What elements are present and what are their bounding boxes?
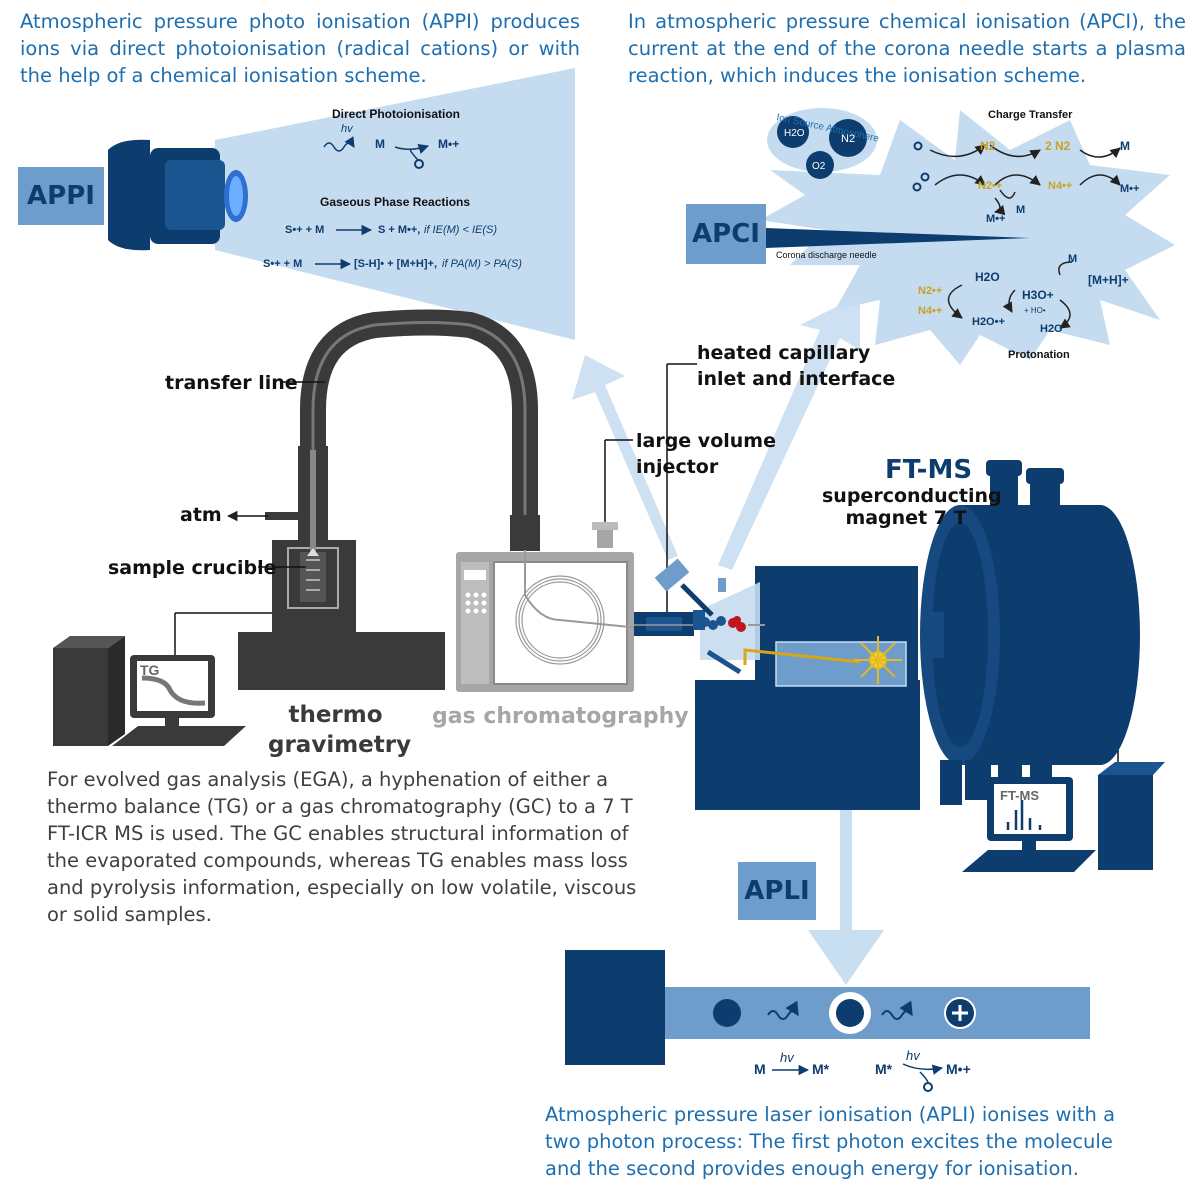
apci-h3o: H3O+ [1022,288,1054,302]
apci-ho: + HO• [1024,306,1046,315]
appi-description: Atmospheric pressure photo ionisation (A… [20,10,580,87]
gc-oven [456,522,641,692]
apli-molecule-icon [713,999,741,1027]
appi-m-radical: M•+ [438,137,459,151]
apli-mstar-1: M* [812,1061,830,1077]
ftms-instrument [654,460,1165,872]
transfer-line-hose [300,309,538,520]
apci-label: APCI [686,204,766,264]
apci-protonation: Protonation [1008,349,1070,361]
ega-description: For evolved gas analysis (EGA), a hyphen… [47,768,637,926]
apci-h2o-lower: H2O [1040,323,1063,335]
apci-h2o: H2O [784,128,805,139]
apci-m-lower: M [1016,204,1025,216]
apci-mh: [M+H]+ [1088,273,1129,287]
ion-source-atmosphere-cloud [767,108,877,179]
magnet-label: superconducting magnet 7 T [822,485,1002,529]
apli-laser [565,950,1090,1065]
apli-hv-1: hv [780,1050,795,1065]
transfer-line-label: transfer line [165,372,298,394]
apci-o2: O2 [812,161,826,172]
apli-excited-molecule-icon [829,992,871,1034]
appi-r2-cond: if PA(M) > PA(S) [442,258,522,270]
appi-r1-right: S + M•+, [378,224,420,236]
appi-light-cone [215,68,575,340]
apli-mradical: M•+ [946,1061,971,1077]
tg-computer [53,636,246,746]
laser-spark-icon [854,636,902,684]
appi-gas-title: Gaseous Phase Reactions [320,195,470,209]
apci-pointer-arrow [718,295,860,570]
apci-h2o-proton: H2O [975,270,1000,284]
apci-n4-radical: N4•+ [1048,180,1072,192]
apli-label: APLI [738,862,816,920]
appi-r2-left: S•+ + M [263,258,302,270]
apli-mstar-2: M* [875,1061,893,1077]
corona-needle [765,228,1030,248]
appi-r1-cond: if IE(M) < IE(S) [424,224,497,236]
apci-n2-radical: N2•+ [978,180,1002,192]
appi-hv: hv [341,123,354,135]
apci-n2-radical-left: N2•+ [918,285,942,297]
apci-m-proton: M [1068,253,1077,265]
apci-m-radical-lower: M•+ [986,213,1005,225]
apli-m-1: M [754,1061,766,1077]
apci-m-radical-right: M•+ [1120,183,1139,195]
apci-charge-transfer: Charge Transfer [988,109,1073,121]
gas-chromatography-label: gas chromatography [432,704,689,729]
apci-h2o-radical: H2O•+ [972,316,1005,328]
apli-description: Atmospheric pressure laser ionisation (A… [545,1103,1116,1180]
appi-r2-right: [S-H]• + [M+H]+, [354,258,437,270]
thermo-gravimetry-label: thermo gravimetry [268,702,412,758]
apli-pointer-arrow [808,680,884,985]
apci-m: M [1120,139,1130,153]
sample-crucible-label: sample crucible [108,557,277,579]
apci-description: In atmospheric pressure chemical ionisat… [628,10,1186,87]
ftms-title: FT-MS [885,455,973,485]
large-volume-injector-label: large volume injector [636,430,776,478]
heated-capillary-label: heated capillary inlet and interface [697,342,896,390]
apci-n2: N2 [980,139,996,153]
appi-direct-title: Direct Photoionisation [332,107,460,121]
apli-ion-icon [944,997,976,1029]
appi-pointer-arrow [572,355,678,560]
tg-screen-label: TG [140,662,160,678]
apci-needle-label: Corona discharge needle [776,250,877,260]
apci-2n2: 2 N2 [1045,139,1071,153]
appi-label: APPI [18,167,104,225]
appi-m: M [375,137,385,151]
apci-n2-atm: N2 [841,133,855,145]
appi-r1-left: S•+ + M [285,224,324,236]
uv-lamp-icon [108,139,248,251]
ftms-screen-label: FT-MS [1000,788,1039,803]
apci-n4-radical-left: N4•+ [918,305,942,317]
apli-hv-2: hv [906,1048,921,1063]
thermo-balance [238,446,445,690]
atm-label: atm [180,504,222,526]
